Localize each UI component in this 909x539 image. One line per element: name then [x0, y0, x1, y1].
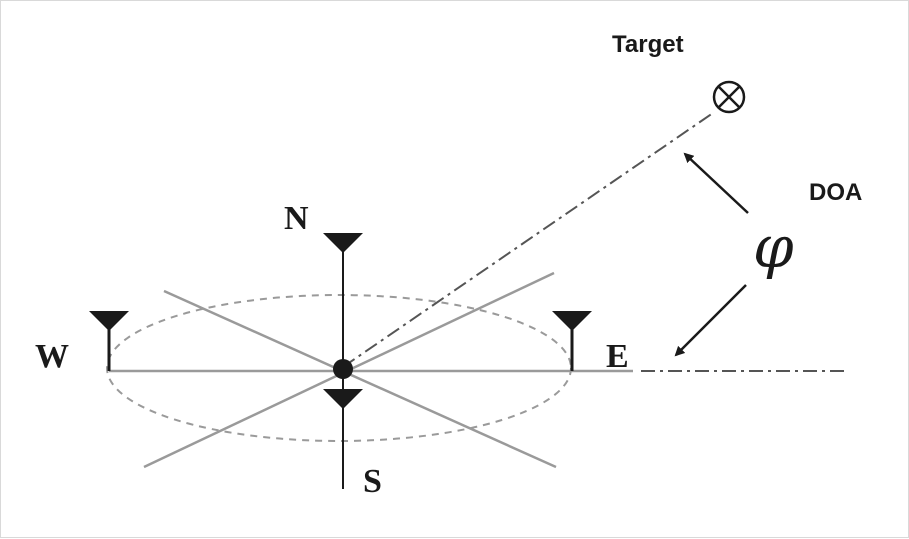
- north-antenna-icon: [323, 233, 363, 253]
- west-label: W: [35, 338, 69, 375]
- diagonal-baseline-nw-se: [163, 289, 557, 469]
- west-antenna-icon: [89, 311, 129, 331]
- line-of-sight-to-target: [342, 112, 714, 368]
- doa-arrow-lower: [674, 284, 747, 357]
- array-center-dot: [333, 359, 353, 379]
- target-icon: [712, 80, 746, 114]
- doa-label: DOA: [809, 179, 862, 206]
- target-label: Target: [612, 31, 684, 58]
- doa-arrow-upper: [683, 152, 749, 214]
- south-antenna-icon: [323, 389, 363, 409]
- east-label: E: [606, 338, 629, 375]
- south-label: S: [363, 463, 382, 500]
- north-label: N: [284, 200, 309, 237]
- angle-symbol: φ: [753, 213, 794, 281]
- east-antenna-icon: [552, 311, 592, 331]
